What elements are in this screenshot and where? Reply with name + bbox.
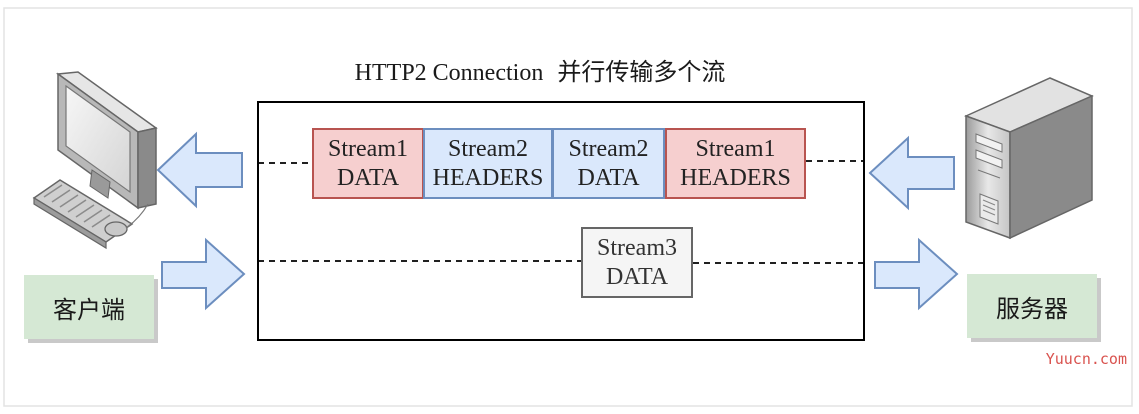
frame-stream-id: Stream2	[448, 135, 528, 162]
connection-title: HTTP2 Connection 并行传输多个流	[260, 52, 820, 87]
frame-stream-id: Stream1	[695, 135, 776, 162]
arrow-left-icon	[868, 135, 955, 211]
title-cn: 并行传输多个流	[557, 58, 726, 86]
frame-stream2-headers: Stream2 HEADERS	[423, 128, 553, 199]
desktop-computer-icon	[32, 71, 158, 250]
title-en: HTTP2 Connection	[354, 60, 544, 86]
client-label: 客户端	[24, 275, 154, 339]
frame-stream1-headers: Stream1 HEADERS	[665, 128, 806, 199]
frame-type: DATA	[577, 164, 640, 191]
arrow-right-icon	[161, 237, 246, 311]
watermark: Yuucn.com	[1045, 350, 1127, 368]
frame-stream-id: Stream1	[328, 135, 408, 162]
frame-type: HEADERS	[680, 164, 791, 191]
frame-stream3-data: Stream3 DATA	[581, 227, 693, 298]
frame-stream-id: Stream2	[568, 135, 649, 162]
frame-stream1-data: Stream1 DATA	[312, 128, 424, 199]
frame-stream2-data: Stream2 DATA	[552, 128, 665, 199]
frame-type: DATA	[336, 164, 400, 191]
server-tower-icon	[964, 77, 1094, 240]
frame-type: HEADERS	[432, 164, 544, 191]
arrow-right-icon	[874, 237, 959, 311]
frame-stream-id: Stream3	[597, 234, 677, 261]
server-label: 服务器	[967, 274, 1097, 338]
frame-type: DATA	[605, 263, 669, 290]
arrow-left-icon	[156, 131, 243, 209]
